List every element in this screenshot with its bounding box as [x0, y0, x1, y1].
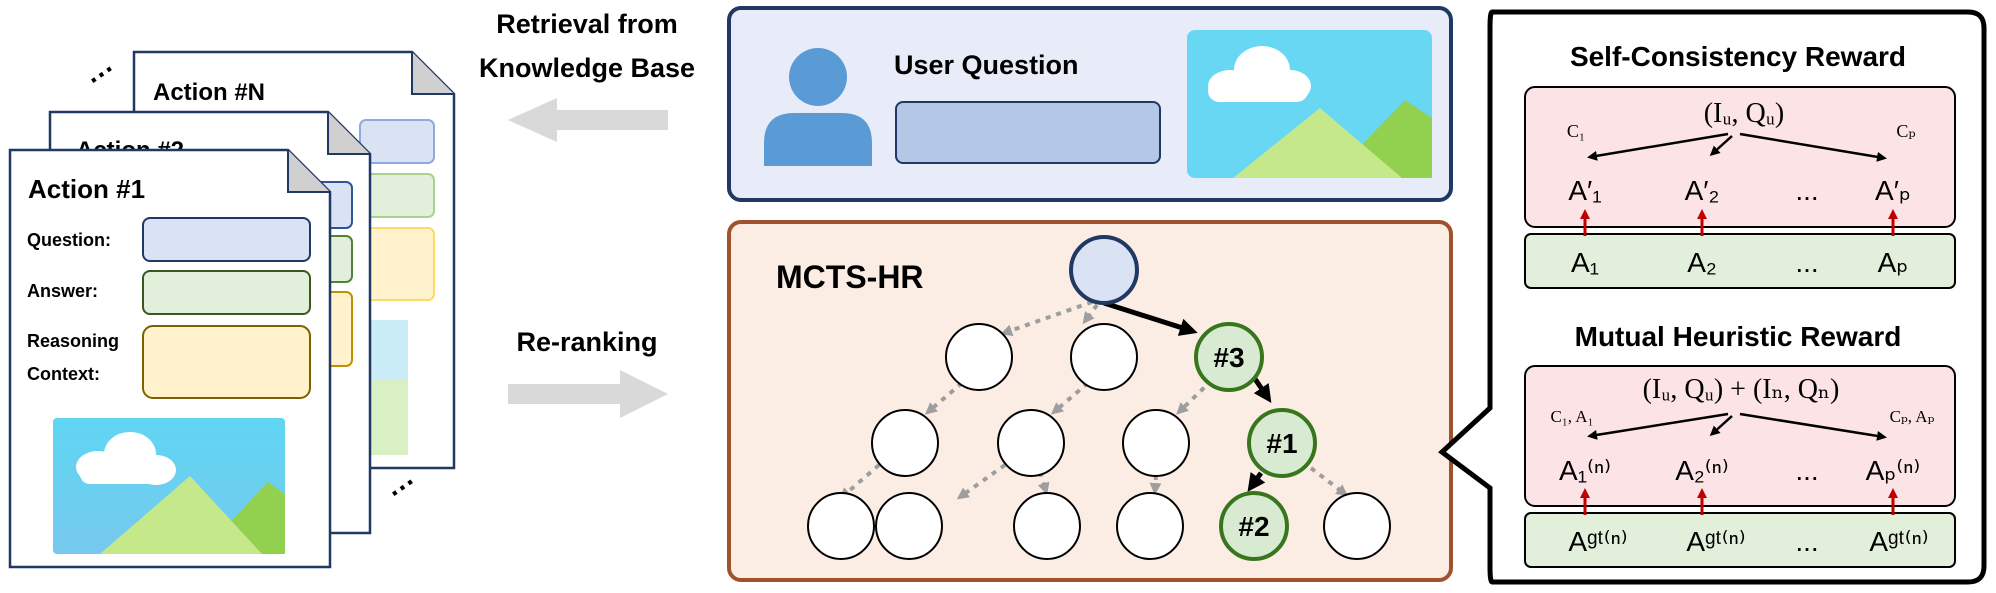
sc-mid-item-3: ... [1795, 175, 1818, 206]
reward-panel: Self-Consistency Reward (Iᵤ, Qᵤ) C₁ Cₚ A… [1438, 9, 1987, 585]
sc-bottom-item-4: Aₚ [1878, 247, 1909, 278]
mh-left-label: C₁, A₁ [1550, 407, 1593, 426]
action-card-n-title: Action #N [153, 79, 265, 106]
mcts-node [1070, 323, 1138, 391]
mh-bottom-item-2: Aᵍᵗ⁽ⁿ⁾ [1686, 526, 1745, 557]
mcts-node [1116, 492, 1184, 560]
mutual-heuristic-green-box [1524, 512, 1956, 568]
reasoning-label-line1: Reasoning [27, 331, 119, 351]
answer-label: Answer: [27, 281, 98, 301]
sc-left-label: C₁ [1567, 121, 1585, 141]
mcts-node-label-1: #1 [1266, 428, 1297, 459]
mh-bottom-item-1: Aᵍᵗ⁽ⁿ⁾ [1568, 526, 1627, 557]
mcts-hr-panel: MCTS-HR [727, 220, 1453, 582]
sc-red-arrows [1580, 209, 1898, 236]
mh-mid-item-3: ... [1795, 455, 1818, 486]
question-label: Question: [27, 230, 111, 250]
mutual-heuristic-title: Mutual Heuristic Reward [1575, 321, 1902, 352]
mcts-node [875, 492, 943, 560]
image-placeholder-icon [53, 418, 285, 554]
self-consistency-pink-box [1524, 86, 1956, 228]
reranking-label: Re-ranking [516, 327, 657, 357]
mh-mid-item-4: Aₚ⁽ⁿ⁾ [1866, 455, 1921, 486]
mh-fan-arrows [1587, 412, 1887, 441]
mcts-node-label-2: #2 [1238, 511, 1269, 542]
mh-mid-item-2: A₂⁽ⁿ⁾ [1675, 455, 1729, 486]
retrieval-label-line2: Knowledge Base [479, 53, 695, 83]
sc-bottom-item-1: A₁ [1571, 247, 1599, 278]
reasoning-label-line2: Context: [27, 364, 100, 384]
self-consistency-green-box [1524, 233, 1956, 289]
mcts-highlighted-nodes: #3 #1 #2 [1194, 322, 1317, 561]
user-question-title: User Question [894, 50, 1079, 80]
user-icon [764, 48, 872, 166]
mh-root-expression: (Iᵤ, Qᵤ) + (Iₙ, Qₙ) [1643, 374, 1840, 405]
sc-mid-item-2: A′₂ [1685, 175, 1720, 206]
action-card-stack: Action #N Action #2 Action #1 Question: … [8, 50, 456, 569]
self-consistency-title: Self-Consistency Reward [1570, 41, 1906, 72]
sc-fan-arrows [1587, 132, 1887, 162]
mcts-node [1013, 492, 1081, 560]
ellipsis-top: ··· [82, 53, 123, 94]
ellipsis-bottom: ··· [383, 466, 424, 507]
retrieval-label-line1: Retrieval from [496, 9, 678, 39]
mcts-hr-title: MCTS-HR [776, 259, 924, 295]
user-question-panel: User Question [727, 6, 1453, 202]
sc-bottom-item-2: A₂ [1687, 247, 1717, 278]
sc-bottom-item-3: ... [1795, 247, 1818, 278]
answer-field [142, 270, 311, 315]
mcts-node [1323, 492, 1391, 560]
mcts-root-node [1069, 235, 1139, 305]
user-question-input [895, 101, 1161, 164]
mcts-node-label-3: #3 [1213, 342, 1244, 373]
mcts-node [871, 409, 939, 477]
question-field [142, 217, 311, 262]
mcts-node [997, 409, 1065, 477]
mcts-node [807, 492, 875, 560]
mh-bottom-item-3: ... [1795, 526, 1818, 557]
sc-mid-item-1: A′₁ [1568, 175, 1601, 206]
question-image-icon [1187, 30, 1432, 178]
reasoning-context-field [142, 325, 311, 399]
sc-root-expression: (Iᵤ, Qᵤ) [1704, 98, 1785, 129]
sc-mid-item-4: A′ₚ [1875, 175, 1911, 206]
action-card-1-title: Action #1 [28, 174, 145, 204]
action-card-1: Action #1 Question: Answer: Reasoning Co… [8, 148, 332, 569]
mcts-nodes [807, 235, 1391, 560]
reranking-arrow: Re-ranking [508, 327, 668, 418]
mh-red-arrows [1580, 488, 1898, 515]
mh-right-label: Cₚ, Aₚ [1890, 407, 1935, 426]
retrieval-arrow: Retrieval from Knowledge Base [479, 9, 695, 142]
mcts-unselected-edges [838, 300, 1349, 500]
mcts-node [945, 323, 1013, 391]
mcts-node [1122, 409, 1190, 477]
sc-right-label: Cₚ [1896, 121, 1915, 141]
mh-bottom-item-4: Aᵍᵗ⁽ⁿ⁾ [1869, 526, 1928, 557]
mutual-heuristic-pink-box [1524, 365, 1956, 507]
mh-mid-item-1: A₁⁽ⁿ⁾ [1559, 455, 1611, 486]
